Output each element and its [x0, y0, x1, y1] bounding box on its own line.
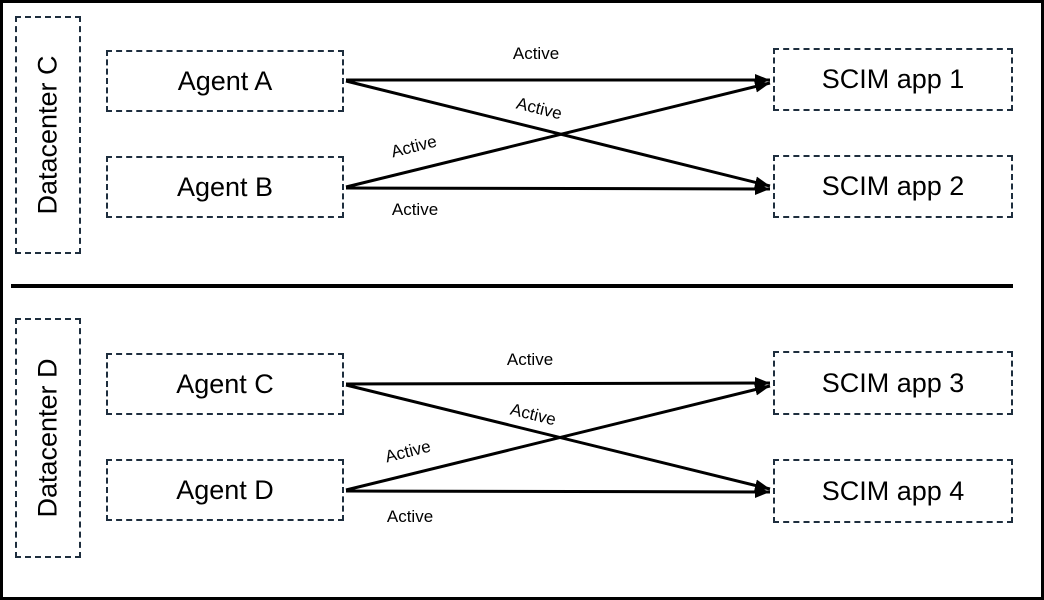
connection-label-b2: Active	[391, 200, 439, 219]
agent-b-box: Agent B	[106, 156, 344, 218]
connection-label-c3: Active	[506, 350, 554, 369]
agent-c-label: Agent C	[176, 368, 274, 399]
agent-d-label: Agent D	[176, 474, 274, 505]
arrow-agent-b-to-scim-app-2	[345, 182, 771, 195]
arrow-agent-c-to-scim-app-3	[345, 377, 771, 390]
datacenter-c-label: Datacenter C	[32, 55, 63, 215]
scim-app-1-label: SCIM app 1	[821, 64, 965, 94]
scim-app-2-box: SCIM app 2	[773, 155, 1013, 218]
datacenter-c-box: Datacenter C	[15, 16, 81, 254]
agent-d-box: Agent D	[106, 459, 344, 521]
section-divider	[11, 284, 1013, 288]
scim-app-3-label: SCIM app 3	[821, 367, 965, 398]
scim-app-3-box: SCIM app 3	[773, 351, 1013, 415]
agent-c-box: Agent C	[106, 353, 344, 415]
connection-label-a1: Active	[512, 44, 560, 63]
agent-b-label: Agent B	[176, 171, 274, 202]
datacenter-d-box: Datacenter D	[15, 318, 81, 558]
arrow-agent-d-to-scim-app-4	[345, 485, 771, 498]
scim-app-4-label: SCIM app 4	[821, 475, 965, 506]
agent-a-label: Agent A	[177, 65, 273, 96]
agent-a-box: Agent A	[106, 50, 344, 112]
connection-label-d4: Active	[386, 507, 434, 526]
datacenter-d-label: Datacenter D	[32, 358, 63, 518]
arrow-agent-b-to-scim-app-1	[345, 80, 771, 189]
arrow-agent-c-to-scim-app-4	[345, 383, 771, 492]
connections-layer	[345, 74, 771, 498]
scim-app-1-box: SCIM app 1	[773, 48, 1013, 111]
scim-app-2-label: SCIM app 2	[821, 171, 965, 201]
scim-app-4-box: SCIM app 4	[773, 459, 1013, 523]
